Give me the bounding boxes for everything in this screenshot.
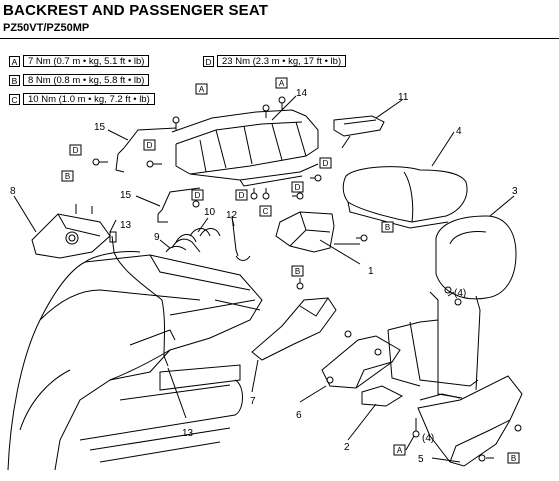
tag-d-mid: D [143,139,156,151]
callout-numbers: 8 13 13 9 10 12 14 15 15 11 4 3 1 2 6 7 … [10,88,518,465]
part-15-handle-upper [115,127,177,173]
callout-15-upper: 15 [94,122,106,133]
svg-text:B: B [65,172,70,181]
tag-b-plate: B [291,265,304,277]
torque-spec-b: B 8 Nm (0.8 m • kg, 5.8 ft • lb) [9,74,150,86]
tag-d-left: D [69,144,82,156]
bolts [92,96,522,462]
snowmobile-body [7,251,263,471]
callout-7: 7 [250,396,256,407]
torque-value-d: 23 Nm (2.3 m • kg, 17 ft • lb) [217,55,347,67]
part-13-cable [109,231,169,367]
part-15-handle-lower [157,187,201,223]
svg-text:B: B [511,454,516,463]
part-2-frame [361,291,481,407]
callout-14: 14 [296,88,308,99]
svg-text:A: A [397,446,403,455]
svg-text:D: D [239,191,245,200]
svg-text:B: B [295,267,300,276]
tag-d-center: D [235,189,248,201]
callout-13-upper: 13 [120,220,132,231]
torque-tags: A A D D B D D D D C B B A B [61,77,520,464]
callout-6: 6 [296,410,302,421]
callout-note-4-lower: (4) [422,433,434,444]
tag-d-far: D [319,157,332,169]
torque-key-c: C [9,93,20,105]
part-4-seat [342,166,468,229]
callout-9: 9 [154,232,160,243]
callout-15-lower: 15 [120,190,132,201]
callout-4: 4 [456,126,462,137]
tag-a-top: A [195,83,208,95]
torque-spec-a: A 7 Nm (0.7 m • kg, 5.1 ft • lb) [9,55,150,67]
page-subtitle: PZ50VT/PZ50MP [3,22,90,34]
part-12-cable [231,215,251,261]
tag-b-bottom: B [507,452,520,464]
leader-lines [13,95,515,463]
callout-2: 2 [344,442,350,453]
header-divider [0,38,559,39]
callout-11: 11 [398,92,409,103]
svg-text:D: D [295,183,301,192]
torque-value-a: 7 Nm (0.7 m • kg, 5.1 ft • lb) [23,55,150,67]
callout-13-lower: 13 [182,428,194,439]
torque-spec-d: D 23 Nm (2.3 m • kg, 17 ft • lb) [203,55,347,67]
callout-12: 12 [226,210,238,221]
part-10-clips [175,228,221,243]
callout-5: 5 [418,454,424,465]
svg-text:D: D [147,141,153,150]
part-14-rack [171,109,319,187]
tag-d-right: D [291,181,304,193]
tag-b-left: B [61,170,74,182]
torque-key-b: B [9,74,20,86]
part-8-cover [31,204,111,259]
part-9-harness [165,238,201,253]
callout-1: 1 [368,266,374,277]
part-5-cover [417,375,523,467]
part-7-plate [251,297,337,361]
torque-key-a: A [9,55,20,67]
part-3-backrest [435,215,517,300]
svg-text:D: D [323,159,329,168]
tag-d-lower: D [191,189,204,201]
callout-3: 3 [512,186,518,197]
part-11-lamp [333,115,385,149]
page-title: BACKREST AND PASSENGER SEAT [3,2,269,19]
torque-value-b: 8 Nm (0.8 m • kg, 5.8 ft • lb) [23,74,150,86]
callout-8: 8 [10,186,16,197]
callout-note-4-upper: (4) [454,288,466,299]
svg-text:D: D [73,146,79,155]
svg-text:D: D [195,191,201,200]
tag-b-bracket: B [381,221,394,233]
svg-text:B: B [385,223,390,232]
part-1-bracket [275,211,360,253]
svg-text:A: A [279,79,285,88]
torque-value-c: 10 Nm (1.0 m • kg, 7.2 ft • lb) [23,93,155,105]
svg-text:C: C [263,207,269,216]
tag-c-rack: C [259,205,272,217]
tag-a-bottom: A [393,444,406,456]
tag-a-rack: A [275,77,288,89]
torque-key-d: D [203,55,214,67]
part-6-plate [321,335,401,389]
callout-10: 10 [204,207,216,218]
torque-spec-c: C 10 Nm (1.0 m • kg, 7.2 ft • lb) [9,93,155,105]
svg-text:A: A [199,85,205,94]
